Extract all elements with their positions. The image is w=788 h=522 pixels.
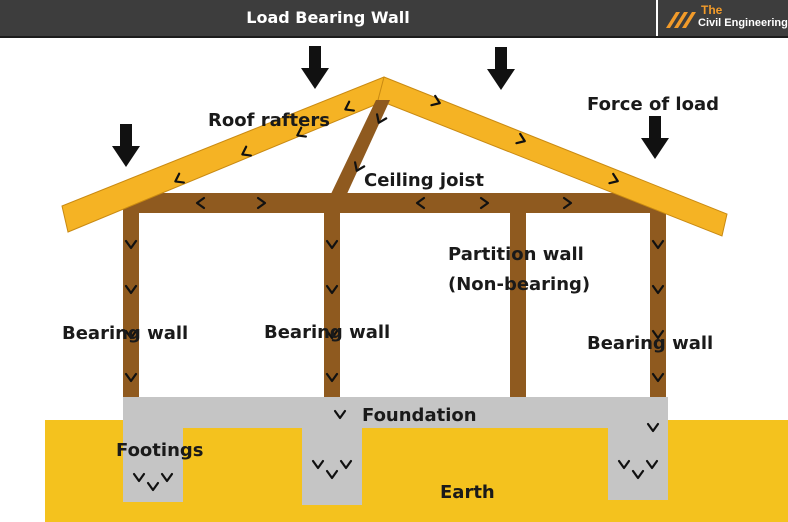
roof-strut	[330, 100, 390, 196]
title-bar: Load Bearing Wall The Civil Engineering	[0, 0, 788, 38]
label-bearing-wall-right: Bearing wall	[587, 333, 713, 354]
roof-rafter-right	[377, 76, 728, 237]
brand-name-line2: Civil Engineering	[698, 17, 788, 29]
brand-badge: The Civil Engineering	[656, 0, 788, 36]
label-non-bearing: (Non-bearing)	[448, 274, 590, 295]
label-ceiling-joist: Ceiling joist	[364, 170, 484, 191]
force-arrows	[112, 46, 669, 167]
force-arrow-3	[487, 47, 515, 90]
label-foundation: Foundation	[362, 405, 477, 426]
label-force-of-load: Force of load	[587, 94, 719, 115]
force-arrow-4	[641, 116, 669, 159]
label-bearing-wall-left: Bearing wall	[62, 323, 188, 344]
label-partition-wall: Partition wall	[448, 244, 584, 265]
bearing-wall-right	[650, 205, 666, 397]
label-roof-rafters: Roof rafters	[208, 110, 330, 131]
force-arrow-2	[301, 46, 329, 89]
label-footings: Footings	[116, 440, 204, 461]
house-diagram: Roof rafters Force of load Ceiling joist…	[45, 46, 788, 522]
bearing-wall-middle	[324, 205, 340, 397]
brand-logo-icon	[666, 12, 696, 28]
force-arrow-1	[112, 124, 140, 167]
partition-wall	[510, 205, 526, 397]
page-title: Load Bearing Wall	[246, 8, 410, 27]
bearing-wall-left	[123, 205, 139, 397]
label-earth: Earth	[440, 482, 495, 503]
brand-name-line1: The	[701, 3, 723, 17]
ceiling-joist	[123, 193, 666, 213]
foundation-slab	[123, 397, 668, 505]
label-bearing-wall-middle: Bearing wall	[264, 322, 390, 343]
